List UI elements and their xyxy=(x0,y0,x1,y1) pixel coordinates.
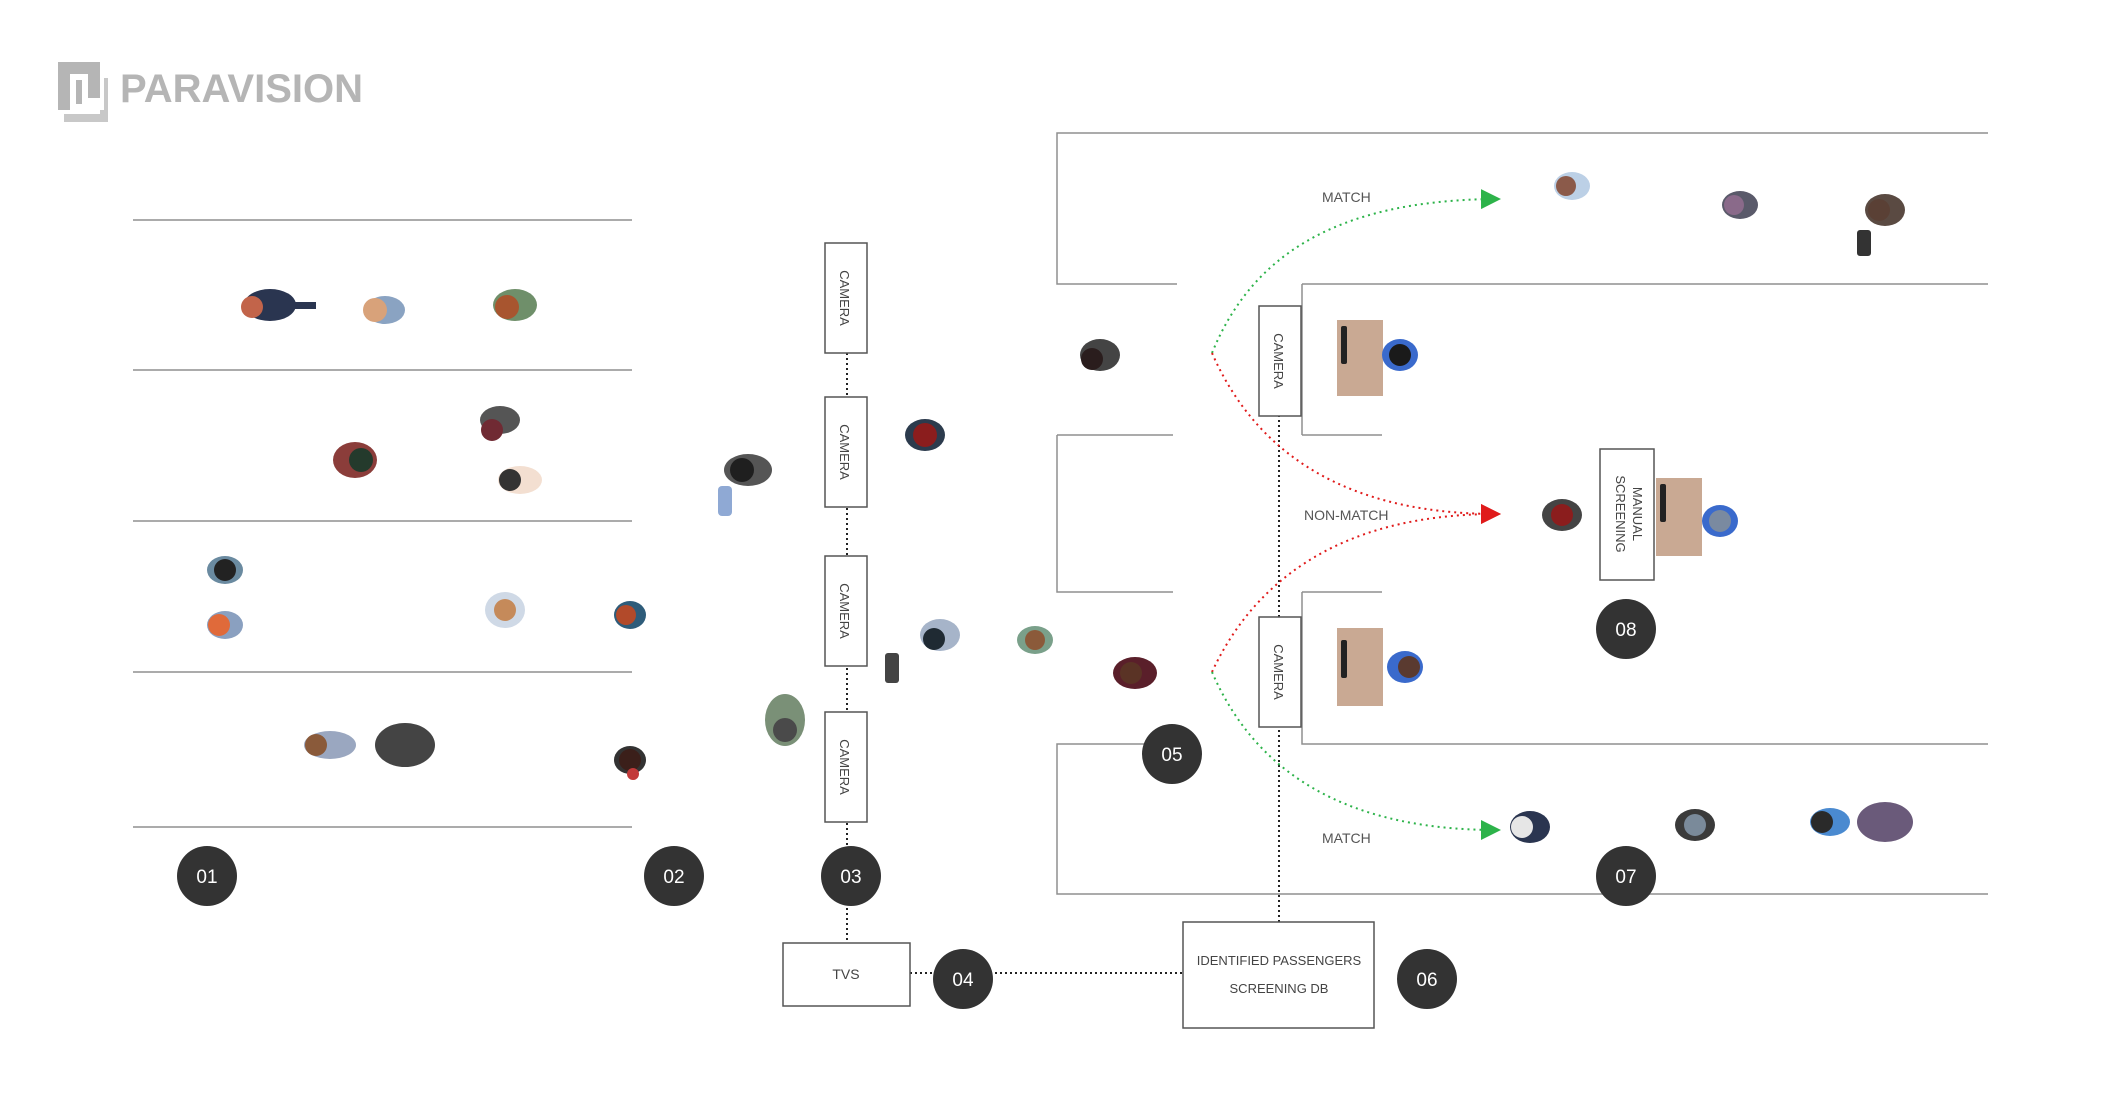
camera-label: CAMERA xyxy=(837,424,852,480)
person xyxy=(905,419,945,451)
person xyxy=(1017,626,1053,654)
flow-arrows xyxy=(1211,189,1501,840)
brand-name: PARAVISION xyxy=(120,67,363,111)
person xyxy=(1554,172,1590,200)
camera-box-1 xyxy=(824,242,868,354)
camera-label: CAMERA xyxy=(1271,333,1286,389)
step-number: 07 xyxy=(1615,867,1636,888)
person xyxy=(207,556,243,584)
camera-box-6 xyxy=(1258,616,1302,728)
person xyxy=(480,406,520,441)
step-number: 04 xyxy=(952,970,974,991)
person xyxy=(614,746,646,780)
screening-db-label-line2: SCREENING DB xyxy=(1230,981,1329,996)
person xyxy=(207,611,243,639)
match-top-label: MATCH xyxy=(1322,189,1371,205)
step-badge-06: 06 xyxy=(1397,949,1457,1009)
step-number: 02 xyxy=(663,867,684,888)
match-bottom-label: MATCH xyxy=(1322,830,1371,846)
step-number: 01 xyxy=(196,867,217,888)
step-number: 05 xyxy=(1161,745,1182,766)
step-badge-07: 07 xyxy=(1596,846,1656,906)
person xyxy=(1542,499,1582,531)
camera-box-5 xyxy=(1258,305,1302,417)
person xyxy=(241,289,316,321)
non-match-label: NON-MATCH xyxy=(1304,507,1389,523)
person xyxy=(718,454,772,516)
step-badge-02: 02 xyxy=(644,846,704,906)
step-badges: 01 02 03 04 05 06 07 08 xyxy=(177,599,1656,1009)
step-badge-05: 05 xyxy=(1142,724,1202,784)
step-number: 08 xyxy=(1615,620,1636,641)
camera-labels-left: CAMERA CAMERA CAMERA CAMERA xyxy=(837,270,852,795)
person xyxy=(333,442,377,478)
camera-box-4 xyxy=(824,711,868,823)
screening-db-box: IDENTIFIED PASSENGERS SCREENING DB xyxy=(1182,921,1375,1029)
person xyxy=(1675,809,1715,841)
person xyxy=(1702,505,1738,537)
desk-laptops xyxy=(1341,326,1666,678)
manual-screening-label-line2: SCREENING xyxy=(1613,475,1628,552)
person xyxy=(1857,194,1905,256)
person xyxy=(1810,802,1913,842)
screening-db-label-line1: IDENTIFIED PASSENGERS xyxy=(1197,953,1362,968)
person xyxy=(498,466,542,494)
camera-column-right xyxy=(1258,305,1302,728)
camera-box-2 xyxy=(824,396,868,508)
person xyxy=(1722,191,1758,219)
person xyxy=(614,601,646,629)
person xyxy=(304,723,435,767)
tvs-box: TVS xyxy=(782,942,911,1007)
person xyxy=(1510,811,1550,843)
manual-screening-label-line1: MANUAL xyxy=(1630,487,1645,541)
person xyxy=(885,619,960,683)
flow-labels: MATCH NON-MATCH MATCH xyxy=(1304,189,1389,846)
step-number: 03 xyxy=(840,867,861,888)
tvs-label: TVS xyxy=(832,966,859,982)
person xyxy=(765,694,805,746)
people xyxy=(207,172,1913,843)
non-match-bottom-arrow xyxy=(1211,504,1501,673)
person xyxy=(1113,657,1157,689)
step-badge-04: 04 xyxy=(933,949,993,1009)
step-badge-08: 08 xyxy=(1596,599,1656,659)
person xyxy=(485,592,525,628)
camera-box-3 xyxy=(824,555,868,667)
person xyxy=(1382,339,1418,371)
step-badge-01: 01 xyxy=(177,846,237,906)
screening-area-walls xyxy=(1056,132,1988,895)
camera-column-left xyxy=(824,242,868,823)
camera-label: CAMERA xyxy=(837,583,852,639)
camera-label: CAMERA xyxy=(837,739,852,795)
step-number: 06 xyxy=(1416,970,1437,991)
camera-label: CAMERA xyxy=(837,270,852,326)
brand: PARAVISION xyxy=(58,62,363,122)
camera-labels-right: CAMERA CAMERA xyxy=(1271,333,1286,700)
person xyxy=(1387,651,1423,683)
queue-lanes xyxy=(133,219,632,828)
person xyxy=(493,289,537,321)
person xyxy=(363,296,405,324)
person xyxy=(1080,339,1120,371)
manual-screening-box: MANUAL SCREENING xyxy=(1599,448,1655,581)
step-badge-03: 03 xyxy=(821,846,881,906)
paravision-logo-icon xyxy=(58,62,108,122)
camera-label: CAMERA xyxy=(1271,644,1286,700)
